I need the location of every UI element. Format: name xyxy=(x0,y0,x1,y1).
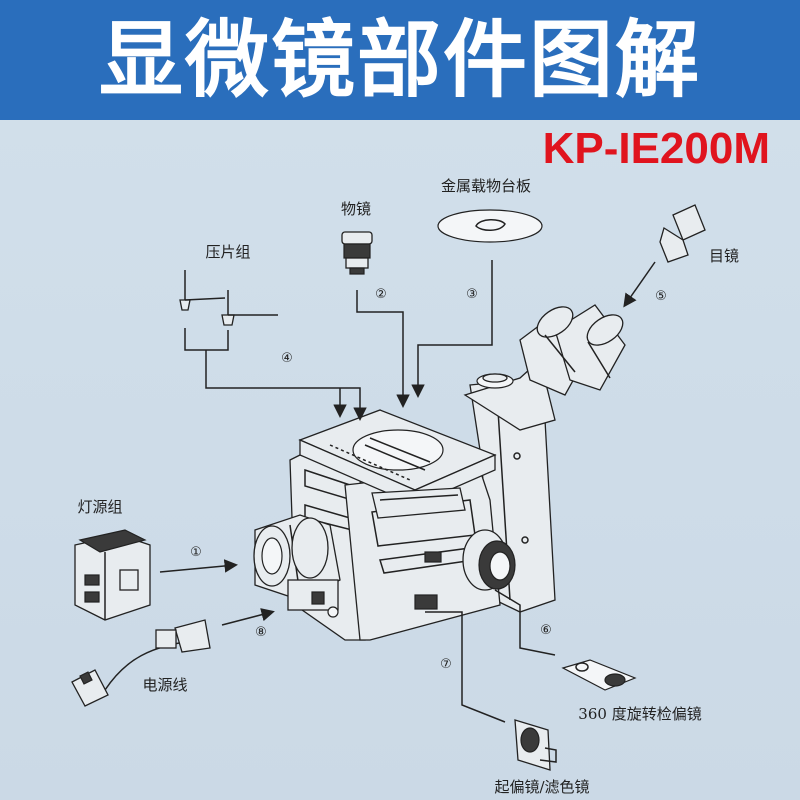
stage-clip-set xyxy=(179,270,278,326)
microscope-body xyxy=(253,304,626,641)
page-title: 显微镜部件图解 xyxy=(98,11,701,109)
number-1: ① xyxy=(190,545,202,560)
eyepiece xyxy=(659,204,706,263)
label-stage-plate: 金属载物台板 xyxy=(441,177,531,195)
label-polarizer: 起偏镜/滤色镜 xyxy=(494,778,589,796)
number-5: ⑤ xyxy=(655,289,667,304)
light-source-module xyxy=(74,529,151,621)
power-cord xyxy=(71,619,211,707)
label-light-source: 灯源组 xyxy=(77,498,122,516)
label-power-cord: 电源线 xyxy=(142,676,187,694)
label-objective: 物镜 xyxy=(341,200,371,218)
number-6: ⑥ xyxy=(540,623,552,638)
model-number: KP-IE200M xyxy=(542,124,770,173)
number-3: ③ xyxy=(466,287,478,302)
number-2: ② xyxy=(375,287,387,302)
number-8: ⑧ xyxy=(255,625,267,640)
objective-lens xyxy=(341,231,373,275)
number-7: ⑦ xyxy=(440,657,452,672)
title-banner: 显微镜部件图解 xyxy=(0,0,800,120)
label-eyepiece: 目镜 xyxy=(709,247,739,265)
rotating-analyzer xyxy=(561,659,637,691)
label-analyzer: 360 度旋转检偏镜 xyxy=(578,705,701,723)
metal-stage-plate xyxy=(437,209,543,243)
polarizer-filter xyxy=(514,719,557,771)
label-clip-set: 压片组 xyxy=(205,243,250,261)
number-4: ④ xyxy=(281,351,293,366)
